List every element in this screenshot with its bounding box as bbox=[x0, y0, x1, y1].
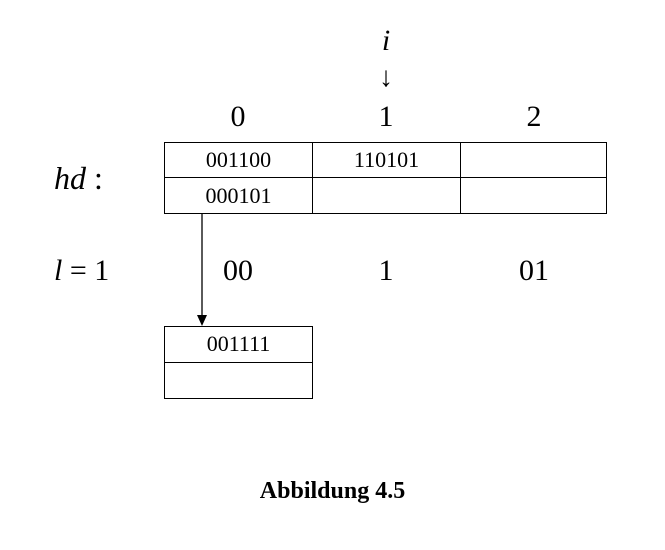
overflow-pointer-arrow-icon bbox=[197, 214, 207, 326]
depth-value-0: 00 bbox=[223, 254, 253, 287]
hd-name: hd bbox=[54, 160, 86, 196]
figure-caption: Abbildung 4.5 bbox=[259, 478, 406, 504]
column-index-1: 1 bbox=[378, 100, 394, 133]
column-index-2: 2 bbox=[526, 100, 542, 133]
hd-cell-1-1 bbox=[313, 178, 461, 213]
hd-bucket-table: 001100 110101 000101 bbox=[164, 142, 607, 214]
hd-cell-0-0: 001100 bbox=[165, 143, 313, 178]
hd-row-label: hd : bbox=[54, 160, 103, 197]
overflow-cell-0: 001111 bbox=[165, 327, 312, 363]
column-index-0: 0 bbox=[230, 100, 246, 133]
overflow-bucket: 001111 bbox=[164, 326, 313, 399]
pointer-i-label: i bbox=[381, 24, 391, 57]
overflow-cell-1 bbox=[165, 363, 312, 399]
hd-cell-0-1: 110101 bbox=[313, 143, 461, 178]
depth-value-2: 01 bbox=[519, 254, 549, 287]
hd-suffix: : bbox=[86, 160, 103, 196]
depth-rest: = 1 bbox=[62, 254, 110, 287]
hd-cell-0-2 bbox=[461, 143, 606, 178]
depth-var: l bbox=[54, 254, 63, 287]
depth-row-label: l = 1 bbox=[54, 254, 109, 288]
hd-cell-1-0: 000101 bbox=[165, 178, 313, 213]
pointer-down-arrow-icon: ↓ bbox=[379, 62, 393, 93]
hd-cell-1-2 bbox=[461, 178, 606, 213]
depth-value-1: 1 bbox=[378, 254, 394, 287]
